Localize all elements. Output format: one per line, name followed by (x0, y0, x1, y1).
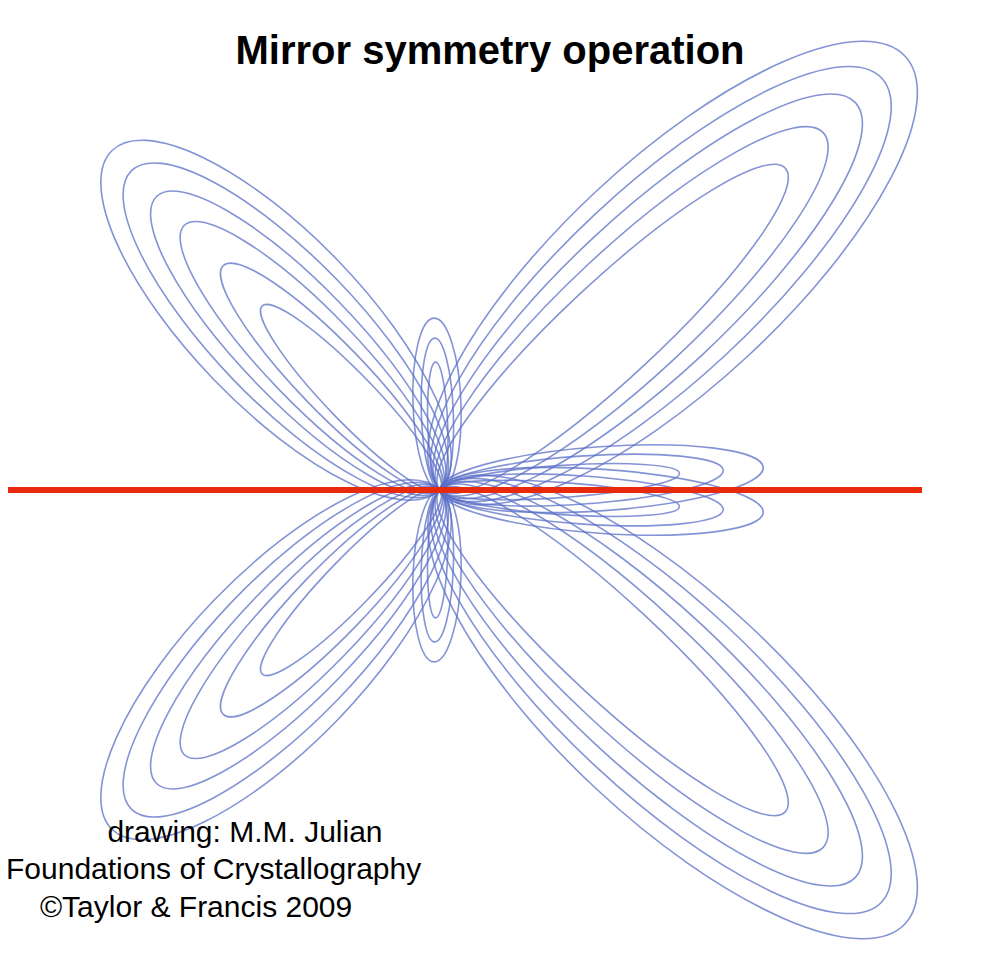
credit-text: Foundations of Crystallography (6, 852, 421, 885)
lobe-figure (50, 0, 981, 972)
credit-text: ©Taylor & Francis 2009 (40, 890, 352, 923)
credit-text: drawing: M.M. Julian (107, 815, 382, 848)
diagram-title: Mirror symmetry operation (235, 28, 744, 72)
mirror-line (8, 487, 922, 493)
